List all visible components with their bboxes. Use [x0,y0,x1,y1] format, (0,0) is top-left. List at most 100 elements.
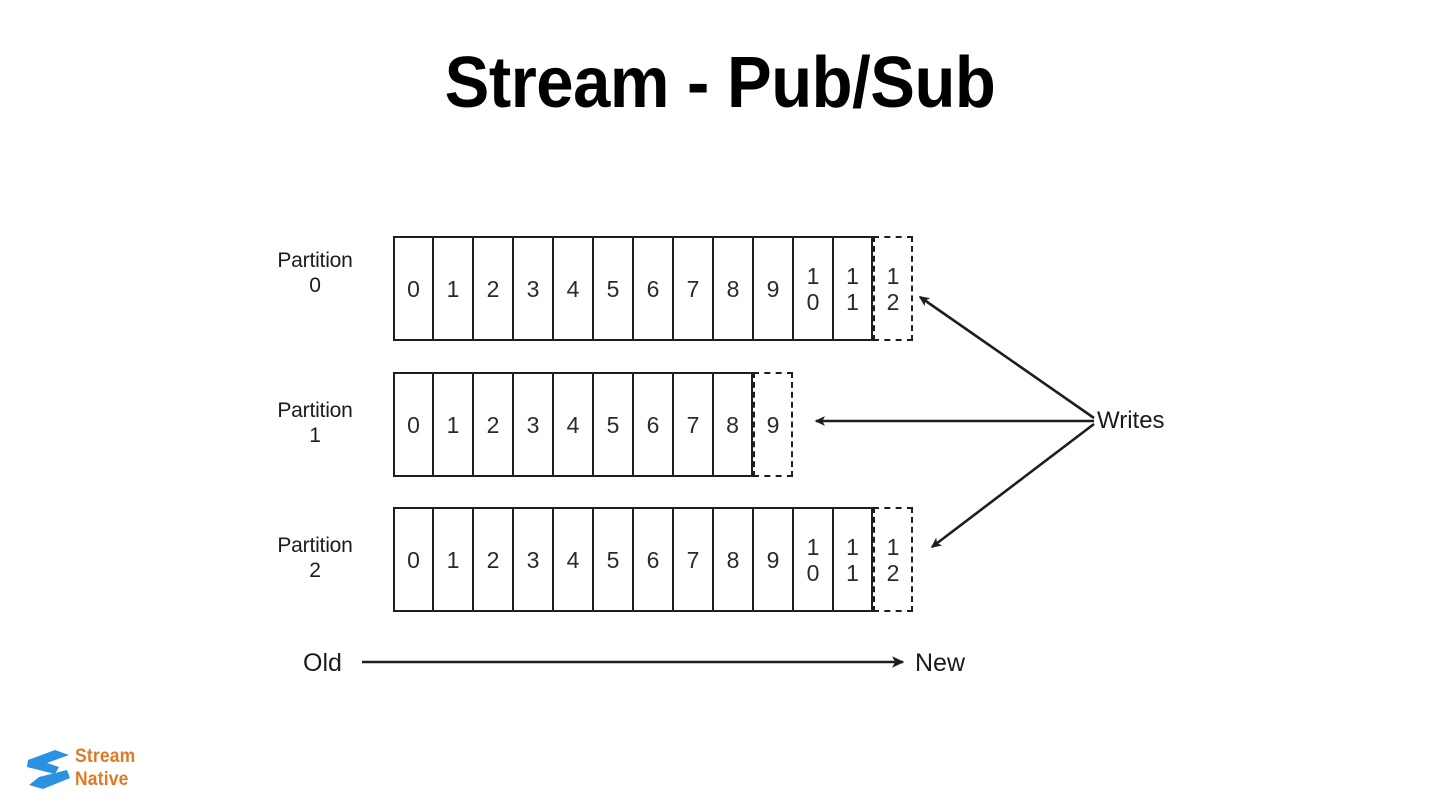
log-cell-pending: 9 [753,372,793,477]
offset-digit: 3 [526,275,540,302]
log-cell: 8 [713,507,753,612]
offset-digit: 1 [886,533,900,560]
log-cell-offset: 7 [687,412,700,438]
offset-digit: 2 [486,275,500,302]
log-cell-offset: 4 [567,547,580,573]
log-cell-offset: 2 [487,547,500,573]
partition-label-line1: Partition [277,249,353,272]
partition-label-line1: Partition [277,399,353,422]
log-cell-offset: 2 [487,412,500,438]
offset-digit: 2 [486,546,500,573]
offset-digit: 9 [766,275,780,302]
offset-digit: 2 [486,411,500,438]
offset-digit: 5 [606,411,620,438]
log-cell: 6 [633,236,673,341]
log-cell-offset: 9 [767,412,780,438]
log-cell-offset: 7 [687,276,700,302]
offset-digit: 6 [646,275,660,302]
log-cell: 0 [393,507,433,612]
log-cell-offset: 0 [407,547,420,573]
log-cell-offset: 5 [607,547,620,573]
offset-digit: 0 [407,275,420,302]
log-cell-offset: 1 [447,547,460,573]
log-cell-offset: 9 [767,547,780,573]
log-cell-offset: 0 [407,276,420,302]
log-cell-offset: 8 [727,547,740,573]
partition-label-line2: 1 [309,424,321,447]
partition-label-line2: 2 [309,559,321,582]
log-cell: 6 [633,372,673,477]
offset-digit: 4 [566,411,580,438]
axis-new-label: New [915,649,966,677]
page-title: Stream - Pub/Sub [444,43,996,123]
writes-arrow-partition-0 [918,295,1095,420]
offset-digit: 0 [407,546,420,573]
log-cell: 7 [673,236,713,341]
offset-digit: 1 [446,275,460,302]
log-cell: 1 [433,372,473,477]
offset-digit: 0 [407,411,420,438]
log-cell: 7 [673,507,713,612]
streamnative-logo-mark [27,750,70,789]
streamnative-logo-text: Stream Native [75,745,195,791]
log-cell-offset: 6 [647,412,660,438]
offset-digit: 9 [766,411,780,438]
offset-digit: 6 [646,411,660,438]
offset-digit: 3 [526,546,540,573]
log-cell: 1 [433,236,473,341]
writes-arrow-partition-2 [930,422,1095,549]
offset-digit: 8 [726,546,740,573]
log-cell: 9 [753,236,793,341]
log-cell-offset: 6 [647,276,660,302]
log-cell-offset: 4 [567,276,580,302]
partition-label-line2: 0 [309,274,321,297]
log-cell: 9 [753,507,793,612]
offset-digit: 9 [766,546,780,573]
log-cell-offset: 3 [527,276,540,302]
log-cell-offset: 5 [607,276,620,302]
offset-digit: 7 [686,411,700,438]
log-cell: 8 [713,372,753,477]
log-cell: 2 [473,507,513,612]
log-cell-offset: 6 [647,547,660,573]
log-cell: 6 [633,507,673,612]
log-cell-offset: 1 [447,276,460,302]
log-cell-offset: 3 [527,547,540,573]
offset-digit: 1 [846,533,859,560]
logo-text-line1: Stream [75,746,136,767]
streamnative-logo: Stream Native [25,745,205,801]
log-cell-offset: 5 [607,412,620,438]
log-cell: 1 [433,507,473,612]
offset-digit: 1 [806,262,820,289]
log-cell: 5 [593,372,633,477]
log-cell: 3 [513,507,553,612]
offset-digit: 8 [726,275,740,302]
offset-digit: 4 [566,546,580,573]
offset-digit: 2 [886,559,900,586]
axis-old-label: Old [303,649,342,677]
log-cell-offset: 8 [726,412,739,438]
log-cell: 0 [393,372,433,477]
offset-digit: 1 [846,288,859,315]
offset-digit: 7 [686,546,700,573]
log-cell-offset: 9 [767,276,780,302]
offset-digit: 2 [886,288,900,315]
offset-digit: 1 [446,546,460,573]
offset-digit: 1 [446,411,460,438]
log-cell: 3 [513,236,553,341]
